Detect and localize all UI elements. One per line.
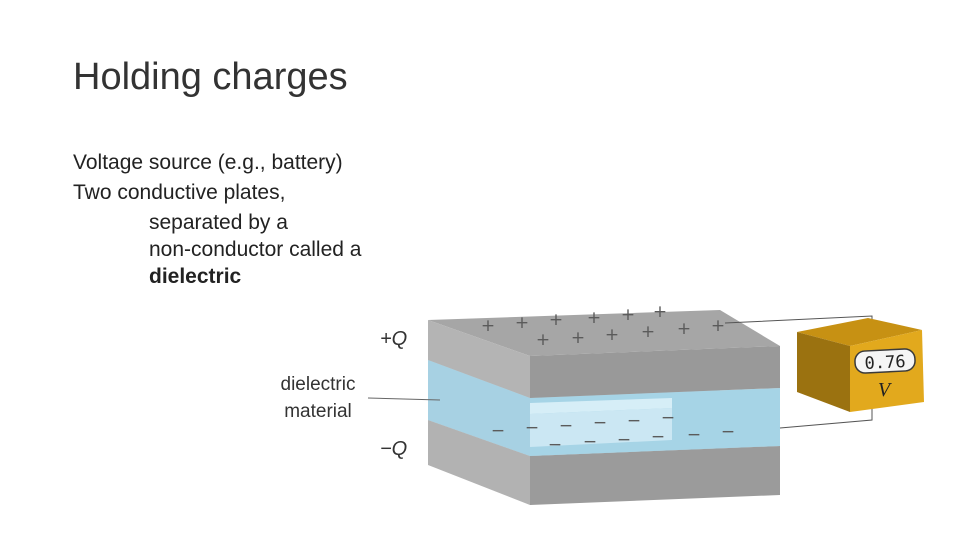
minus-charge-sign: − (617, 430, 631, 450)
plus-charge-sign: + (653, 302, 667, 322)
minus-q-label: −Q (380, 438, 407, 460)
plus-charge-sign: + (587, 308, 601, 328)
bullet-sub-dielectric: dielectric (149, 265, 242, 289)
voltmeter-top (797, 318, 922, 346)
dielectric-pointer-line (367, 397, 441, 401)
bullet-voltage-source: Voltage source (e.g., battery) (73, 151, 343, 174)
top-plate-top (428, 310, 780, 356)
minus-charge-sign: − (687, 425, 701, 445)
voltmeter-display (854, 348, 916, 374)
negative-charges: −−−−−−−−−−−− (491, 408, 735, 455)
plus-charge-sign: + (641, 322, 655, 342)
dielectric-label-line1: dielectric (281, 374, 356, 395)
voltmeter: 0.76 V (797, 318, 924, 412)
dielectric-left (428, 360, 530, 456)
minus-charge-sign: − (525, 418, 539, 438)
plus-charge-sign: + (549, 310, 563, 330)
plus-charge-sign: + (711, 316, 725, 336)
plus-charge-sign: + (677, 319, 691, 339)
dielectric-inner-shadow (530, 408, 672, 447)
dielectric-label-line2: material (284, 401, 352, 422)
plus-charge-sign: + (571, 328, 585, 348)
bullet-sub-separated: separated by a (149, 210, 288, 234)
bottom-plate-left (428, 420, 530, 505)
minus-charge-sign: − (583, 432, 597, 452)
minus-charge-sign: − (559, 416, 573, 436)
plus-charge-sign: + (515, 313, 529, 333)
voltmeter-side (797, 332, 850, 412)
minus-charge-sign: − (651, 427, 665, 447)
bullet-conductive-plates: Two conductive plates, (73, 181, 286, 205)
dielectric-inner-highlight (530, 398, 672, 414)
plus-charge-sign: + (481, 316, 495, 336)
bullet-list: Voltage source (e.g., battery) Two condu… (73, 148, 453, 291)
minus-charge-sign: − (491, 421, 505, 441)
bullet-sub-non-conductor: non-conductor called a (149, 238, 362, 262)
positive-charges: ++++++++++++ (481, 302, 725, 350)
minus-charge-sign: − (548, 435, 562, 455)
minus-charge-sign: − (593, 413, 607, 433)
voltmeter-unit: V (878, 379, 893, 401)
plus-charge-sign: + (605, 325, 619, 345)
minus-charge-sign: − (627, 411, 641, 431)
top-plate (428, 310, 780, 398)
plus-charge-sign: + (536, 330, 550, 350)
minus-charge-sign: − (661, 408, 675, 428)
voltmeter-reading: 0.76 (864, 352, 906, 374)
bottom-plate-front (530, 446, 780, 505)
plus-q-label: +Q (380, 328, 407, 350)
top-plate-front (530, 346, 780, 398)
bottom-wire (779, 406, 873, 429)
plus-charge-sign: + (621, 305, 635, 325)
slide-title: Holding charges (73, 56, 348, 98)
minus-charge-sign: − (721, 422, 735, 442)
top-plate-left (428, 320, 530, 398)
